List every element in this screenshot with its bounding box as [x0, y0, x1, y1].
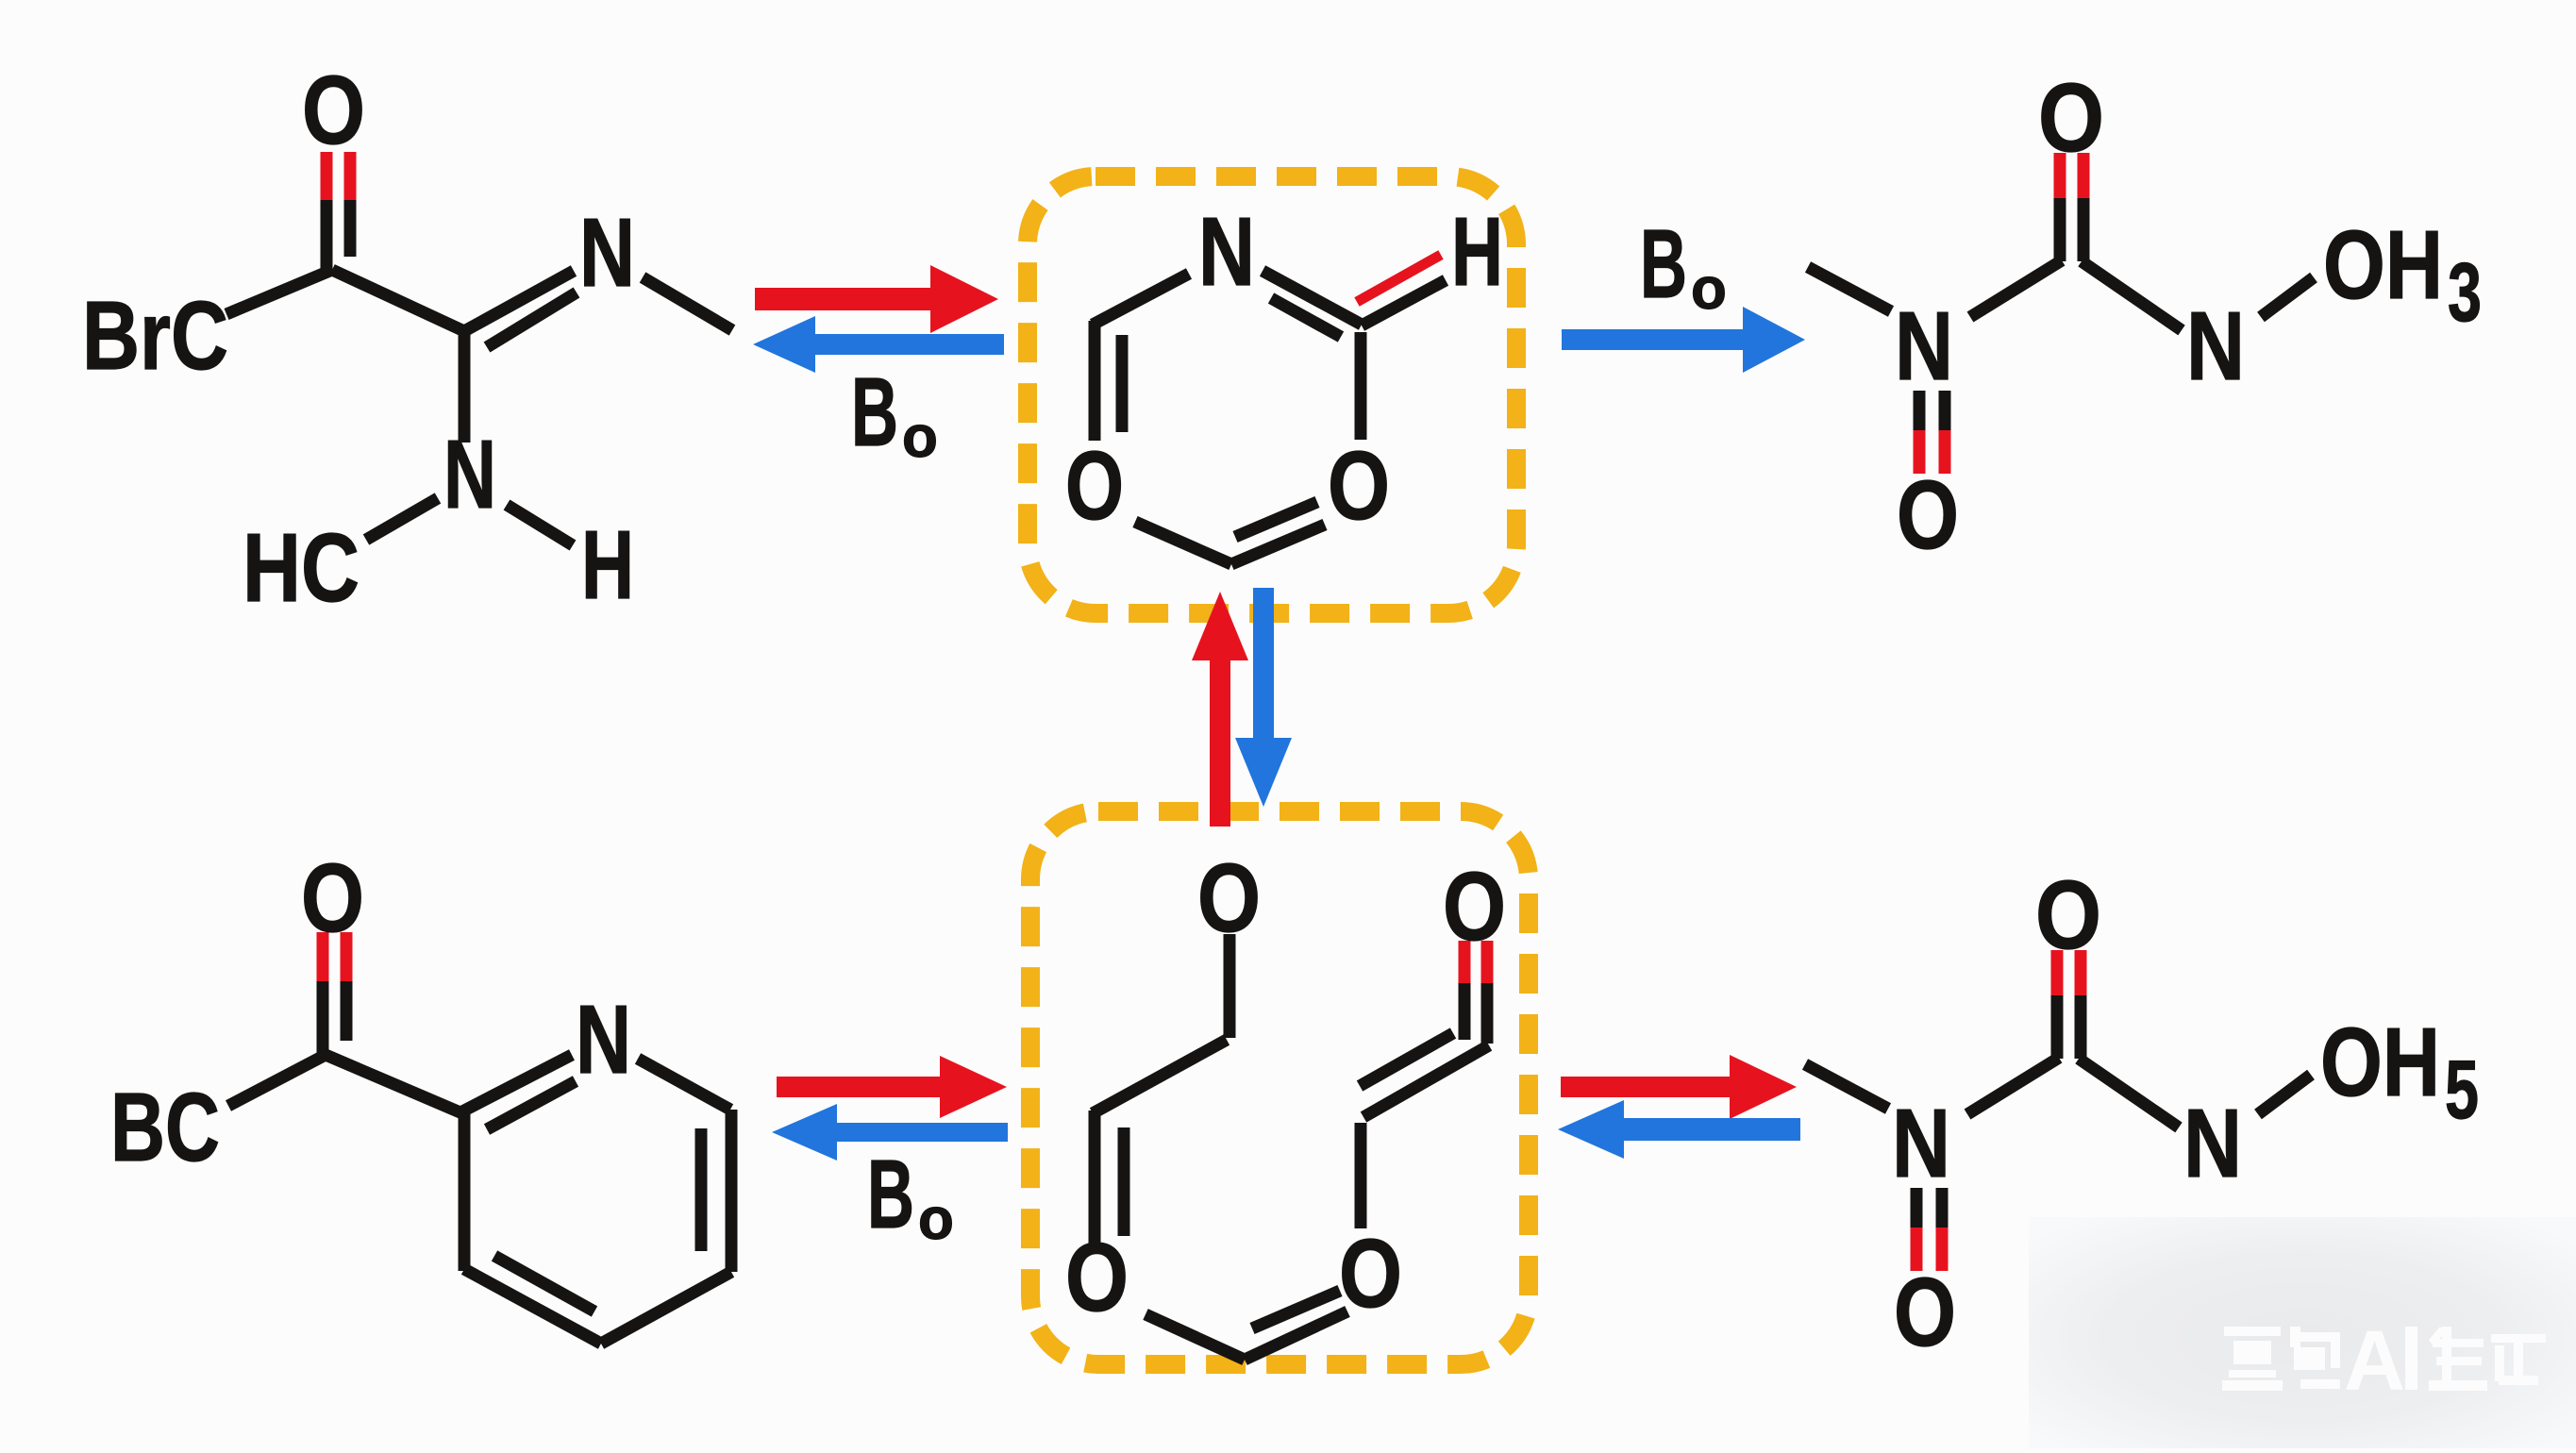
svg-text:O: O	[1197, 843, 1261, 952]
svg-text:OH: OH	[2323, 210, 2443, 319]
svg-text:O: O	[301, 843, 364, 952]
svg-text:O: O	[1339, 1219, 1402, 1328]
svg-text:N: N	[579, 198, 635, 307]
svg-text:O: O	[1065, 1223, 1129, 1331]
svg-text:N: N	[2183, 1089, 2242, 1197]
svg-text:BrC: BrC	[82, 281, 228, 390]
svg-text:N: N	[1198, 197, 1255, 306]
svg-text:H: H	[581, 510, 634, 619]
svg-text:o: o	[1691, 257, 1727, 322]
svg-text:O: O	[1065, 431, 1124, 540]
svg-text:N: N	[443, 420, 496, 528]
svg-text:O: O	[2035, 860, 2101, 969]
svg-text:H: H	[1451, 197, 1503, 306]
svg-text:3: 3	[2448, 245, 2482, 339]
svg-text:B: B	[851, 358, 898, 466]
svg-text:O: O	[302, 56, 365, 164]
svg-text:N: N	[1895, 292, 1953, 400]
svg-text:O: O	[1328, 431, 1390, 540]
svg-text:o: o	[902, 405, 938, 470]
svg-text:B: B	[1640, 209, 1687, 318]
svg-text:A: A	[2344, 1314, 2405, 1409]
svg-text:O: O	[1897, 460, 1959, 569]
svg-text:N: N	[576, 985, 631, 1094]
svg-text:B: B	[867, 1140, 914, 1248]
svg-text:N: N	[1892, 1089, 1950, 1197]
svg-text:5: 5	[2445, 1043, 2479, 1136]
svg-text:N: N	[2186, 292, 2245, 400]
svg-text:o: o	[918, 1187, 954, 1252]
svg-text:HC: HC	[243, 513, 360, 622]
svg-text:OH: OH	[2320, 1008, 2440, 1116]
svg-text:O: O	[1443, 852, 1506, 960]
svg-text:BC: BC	[110, 1073, 220, 1181]
svg-text:O: O	[2038, 63, 2104, 172]
svg-text:O: O	[1894, 1258, 1956, 1366]
